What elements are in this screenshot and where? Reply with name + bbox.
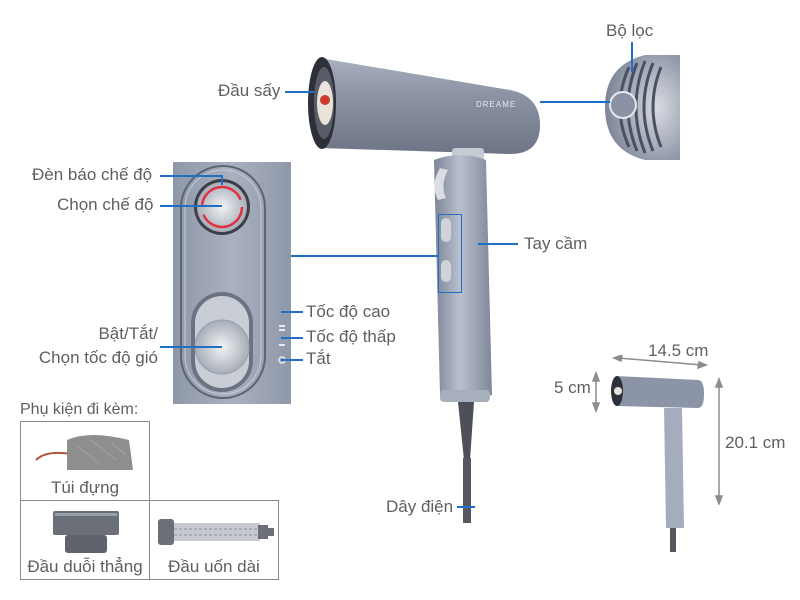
callout-line-bo-loc-h	[540, 101, 610, 103]
callout-line-bat-tat	[160, 346, 222, 348]
callout-line-toc-do-thap	[281, 337, 303, 339]
curling-barrel-icon	[158, 519, 274, 545]
label-bat-tat-line1: Bật/Tắt/	[98, 324, 158, 343]
accessory-label: Túi đựng	[50, 478, 120, 497]
dimension-arrows	[591, 355, 724, 505]
hair-dryer-main: DREAME	[300, 50, 550, 530]
label-bo-loc: Bộ lọc	[606, 21, 654, 40]
dimension-height: 20.1 cm	[725, 433, 786, 452]
accessory-dau-uon-dai: Đầu uốn dài	[149, 500, 279, 580]
label-dau-say: Đầu sấy	[218, 81, 281, 100]
straightener-nozzle-icon	[53, 511, 119, 553]
callout-line-toc-do-cao	[281, 311, 303, 313]
dimension-diameter: 5 cm	[554, 378, 591, 397]
callout-line-tay-cam	[478, 243, 518, 245]
callout-line-dau-say	[285, 91, 315, 93]
callout-line-day-dien	[457, 506, 475, 508]
accessories-title: Phụ kiện đi kèm:	[20, 401, 139, 418]
callout-line-bo-loc-v	[631, 42, 633, 72]
accessory-tui-dung: Túi đựng	[20, 421, 150, 501]
label-den-bao-che-do: Đèn báo chế độ	[32, 165, 153, 184]
label-tay-cam: Tay cầm	[524, 234, 588, 253]
label-toc-do-cao: Tốc độ cao	[306, 302, 391, 321]
label-day-dien: Dây điện	[386, 497, 454, 516]
label-chon-che-do: Chọn chế độ	[57, 195, 154, 214]
label-bat-tat-line2: Chọn tốc độ gió	[38, 348, 158, 367]
callout-line-chon-che-do	[160, 205, 222, 207]
callout-line-den-bao	[160, 175, 222, 177]
control-panel-highlight	[438, 214, 462, 293]
callout-line-tat	[281, 359, 303, 361]
dimension-length: 14.5 cm	[648, 341, 709, 360]
label-toc-do-thap: Tốc độ thấp	[306, 327, 396, 346]
label-tat: Tắt	[306, 349, 331, 368]
callout-line-den-bao-v	[221, 175, 223, 185]
svg-text:DREAME: DREAME	[476, 100, 516, 109]
accessory-label: Đầu uốn dài	[168, 557, 260, 576]
hair-dryer-dimensions	[610, 370, 710, 552]
callout-line-panel	[291, 255, 439, 257]
control-panel-closeup	[173, 162, 291, 404]
pouch-icon	[35, 435, 133, 470]
filter-closeup	[605, 55, 680, 160]
accessory-label: Đầu duỗi thẳng	[27, 557, 143, 576]
accessory-dau-duoi-thang: Đầu duỗi thẳng	[20, 500, 150, 580]
